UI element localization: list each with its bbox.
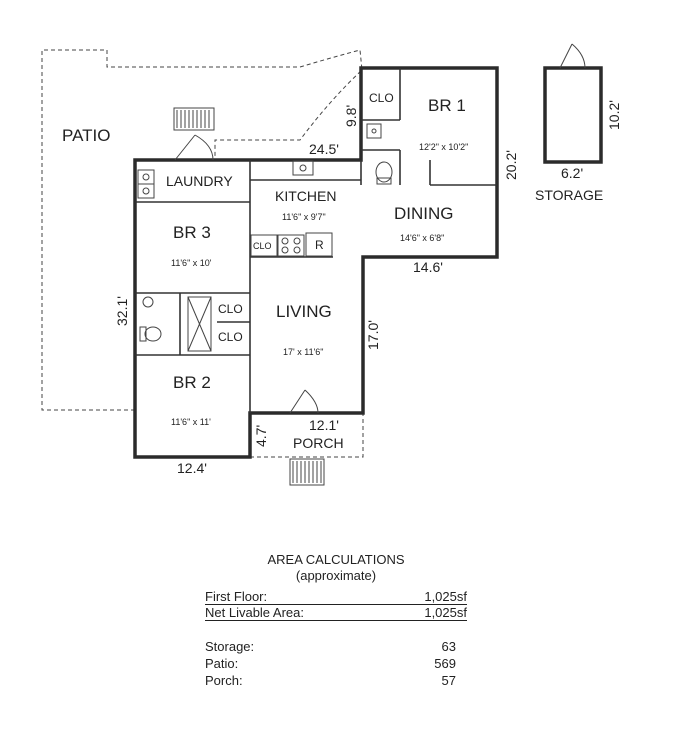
back-door-swing xyxy=(174,134,214,161)
area-row-value: 569 xyxy=(434,656,456,671)
kitchen-size: 11'6" x 9'7" xyxy=(282,212,326,222)
porch-label: PORCH xyxy=(293,435,344,451)
area-row-label: Net Livable Area: xyxy=(205,605,305,620)
porch-outline xyxy=(250,413,364,458)
area-row-net-livable: Net Livable Area: 1,025sf xyxy=(205,605,467,621)
kitchen-sink-icon xyxy=(292,160,314,176)
laundry-machines xyxy=(137,169,155,199)
dim-left: 32.1' xyxy=(114,296,130,326)
dim-porch-depth: 4.7' xyxy=(253,425,269,447)
br3-label: BR 3 xyxy=(173,223,211,242)
dim-top: 24.5' xyxy=(309,141,339,157)
dim-storage-height: 10.2' xyxy=(606,100,622,130)
kitchen-label: KITCHEN xyxy=(275,188,336,204)
area-row-first-floor: First Floor: 1,025sf xyxy=(205,589,467,605)
range-label: R xyxy=(315,238,324,252)
br3-size: 11'6" x 10' xyxy=(171,258,212,268)
area-row-porch: Porch: 57 xyxy=(205,672,467,689)
storage-door-swing xyxy=(559,43,586,69)
area-row-value: 1,025sf xyxy=(424,589,467,604)
br1-bath-fixtures xyxy=(366,123,393,185)
area-row-value: 57 xyxy=(441,673,456,688)
storage-label: STORAGE xyxy=(535,187,603,203)
dim-bottom: 12.4' xyxy=(177,460,207,476)
living-label: LIVING xyxy=(276,302,332,321)
dim-dining-bottom: 14.6' xyxy=(413,259,443,275)
area-row-label: Patio: xyxy=(205,656,239,671)
area-row-value: 63 xyxy=(441,639,456,654)
front-steps xyxy=(289,458,325,486)
laundry-label: LAUNDRY xyxy=(166,173,233,189)
refrigerator-icon xyxy=(305,232,333,257)
dim-right: 20.2' xyxy=(503,150,519,180)
area-row-storage: Storage: 63 xyxy=(205,638,467,655)
front-door-swing xyxy=(289,389,319,414)
dim-porch-width: 12.1' xyxy=(309,417,339,433)
area-row-label: First Floor: xyxy=(205,589,268,604)
kitchen-closet-label: CLO xyxy=(253,241,272,251)
living-size: 17' x 11'6" xyxy=(283,347,324,357)
dining-label: DINING xyxy=(394,204,454,223)
kitchen-closet-box xyxy=(250,234,278,257)
interior-walls xyxy=(135,68,497,413)
hall-closet-upper-label: CLO xyxy=(218,302,243,316)
area-row-label: Storage: xyxy=(205,639,255,654)
patio-outline xyxy=(41,49,363,411)
br2-size: 11'6" x 11' xyxy=(171,417,211,427)
dim-br1-left: 9.8' xyxy=(343,105,359,127)
hall-linen-cabinet xyxy=(187,296,212,352)
dining-size: 14'6" x 6'8" xyxy=(400,233,444,243)
hall-bath-fixtures xyxy=(139,296,162,342)
hall-closet-lower-label: CLO xyxy=(218,330,243,344)
area-row-label: Porch: xyxy=(205,673,243,688)
br2-label: BR 2 xyxy=(173,373,211,392)
back-steps xyxy=(173,107,215,131)
br1-label: BR 1 xyxy=(428,96,466,115)
area-row-value: 1,025sf xyxy=(424,605,467,620)
dim-storage-width: 6.2' xyxy=(561,165,583,181)
br1-closet-label: CLO xyxy=(369,91,394,105)
house-outer-wall xyxy=(133,66,499,459)
area-row-patio: Patio: 569 xyxy=(205,655,467,672)
area-calculations: AREA CALCULATIONS (approximate) First Fl… xyxy=(205,552,467,689)
storage-building xyxy=(543,66,603,164)
dim-living-right: 17.0' xyxy=(365,320,381,350)
area-subtitle: (approximate) xyxy=(295,568,377,583)
patio-label: PATIO xyxy=(62,126,111,145)
br1-size: 12'2" x 10'2" xyxy=(419,142,468,152)
area-title: AREA CALCULATIONS xyxy=(267,552,405,567)
stove-icon xyxy=(277,234,305,257)
